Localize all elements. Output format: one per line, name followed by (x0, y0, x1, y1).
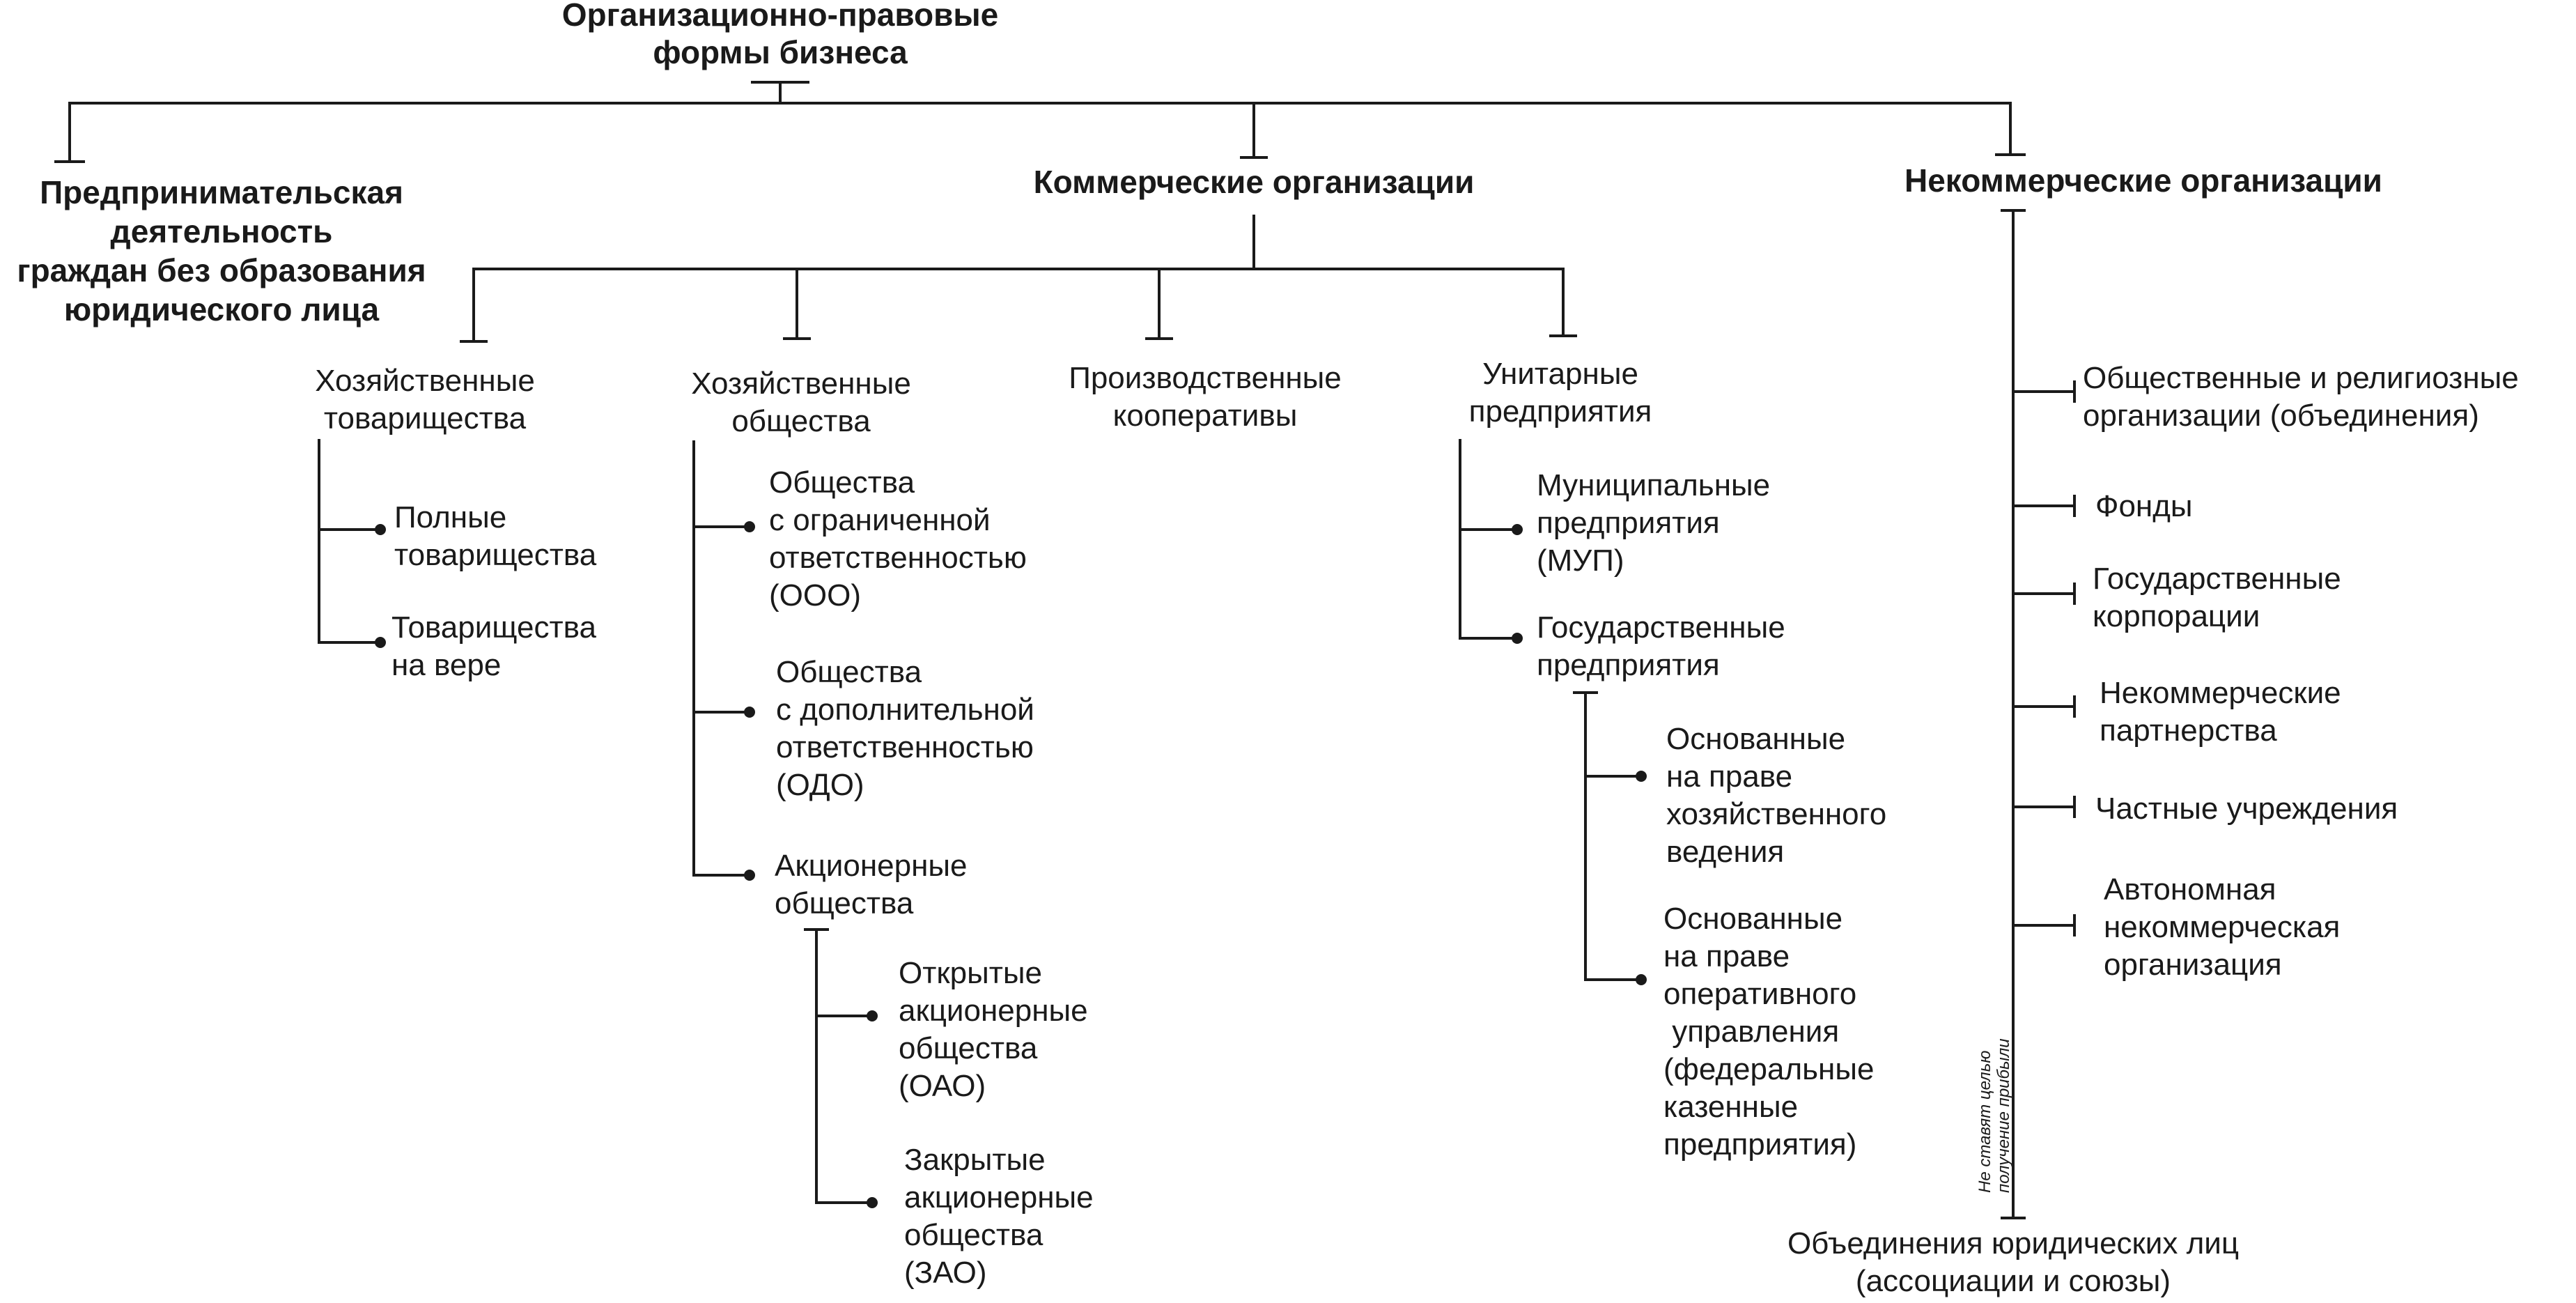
unitary-connector (1459, 439, 1647, 985)
company-item-odo: Общества с дополнительной ответственност… (776, 655, 1034, 802)
root-connector (54, 81, 2026, 163)
noncommercial-item-funds: Фонды (2095, 489, 2193, 523)
nonprofit-note: Не ставят целью получение прибыли (1976, 1038, 2013, 1193)
companies-node: Хозяйственные общества (691, 367, 911, 438)
noncommercial-item-partnerships: Некоммерческие партнерства (2100, 676, 2341, 748)
noncommercial-item-private: Частные учреждения (2095, 792, 2398, 826)
noncommercial-connector (2001, 209, 2076, 1219)
state-item-operational: Основанные на праве оперативного управле… (1663, 902, 1875, 1162)
state-item-economic: Основанные на праве хозяйственного веден… (1666, 722, 1887, 869)
noncommercial-node: Некоммерческие организации (1904, 162, 2382, 199)
cooperatives-node: Производственные кооперативы (1069, 361, 1342, 433)
partnership-item-limited: Товарищества на вере (391, 610, 596, 682)
associations-node: Объединения юридических лиц (ассоциации … (1787, 1226, 2240, 1298)
company-item-joint-stock: Акционерные общества (775, 849, 968, 920)
partnerships-connector (318, 439, 386, 648)
partnership-item-full: Полные товарищества (394, 500, 597, 572)
noncommercial-item-public: Общественные и религиозные организации (… (2083, 361, 2519, 433)
unitary-node: Унитарные предприятия (1468, 357, 1652, 429)
company-item-ooo: Общества с ограниченной ответственностью… (769, 465, 1027, 612)
commercial-connector (460, 215, 1577, 343)
partnerships-node: Хозяйственные товарищества (315, 364, 535, 435)
joint-stock-item-zao: Закрытые акционерные общества (ЗАО) (904, 1143, 1094, 1290)
root-title: Организационно-правовые формы бизнеса (561, 0, 999, 70)
companies-connector (692, 440, 878, 1208)
noncommercial-item-corporations: Государственные корпорации (2093, 562, 2341, 633)
unitary-item-municipal: Муниципальные предприятия (МУП) (1537, 468, 1771, 578)
entrepreneurship-node: Предпринимательская деятельность граждан… (17, 174, 426, 327)
commercial-node: Коммерческие организации (1033, 164, 1475, 200)
noncommercial-item-autonomous: Автономная некоммерческая организация (2104, 872, 2341, 982)
joint-stock-item-oao: Открытые акционерные общества (ОАО) (899, 956, 1088, 1103)
unitary-item-state: Государственные предприятия (1537, 610, 1785, 682)
